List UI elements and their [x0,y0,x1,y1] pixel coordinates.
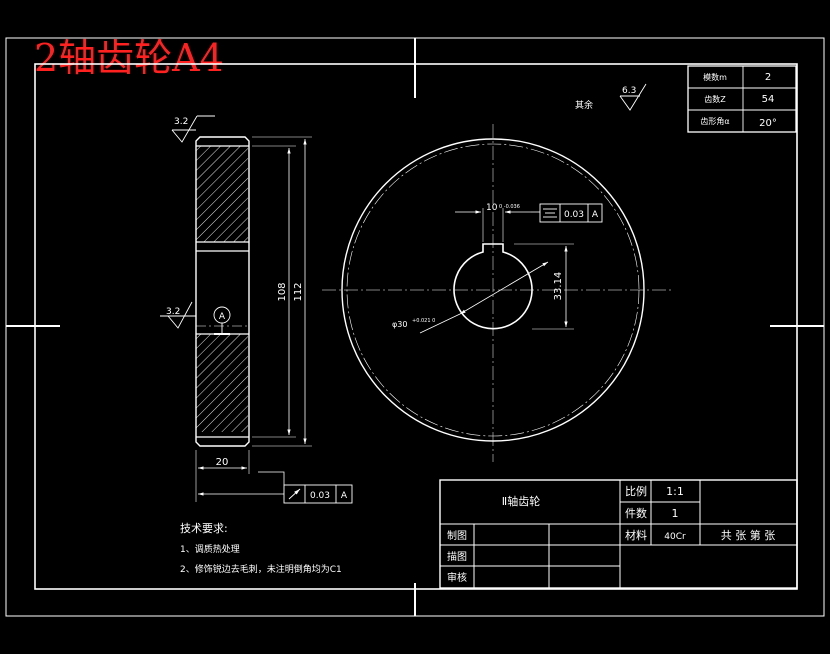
qty-label: 件数 [625,507,647,520]
part-name: Ⅱ轴齿轮 [502,494,540,508]
scale-label: 比例 [625,484,647,498]
roughness-mid-value: 3.2 [166,307,180,317]
title-block: Ⅱ轴齿轮 比例 1:1 件数 1 材料 40Cr 共 张 第 张 制图 描图 审… [439,479,798,589]
sheet-label: 共 张 第 张 [721,528,776,542]
param-value: 2 [765,72,771,83]
datum-letter: A [219,312,226,322]
symmetry-value: 0.03 [564,210,584,220]
runout-value: 0.03 [310,491,330,501]
dim-hub: 33.14 [553,272,564,301]
roughness-mark-mid: 3.2 [160,301,196,329]
design-label: 描图 [447,550,467,563]
dim-112: 112 [293,282,304,301]
dim-keyway-tol: 0 -0.036 [499,204,520,210]
param-label: 模数m [703,72,727,82]
symmetry-tolerance: 0.03 A [531,203,603,223]
front-dimensions: 10 0 -0.036 33.14 φ30 +0.021 0 [392,203,574,334]
qty-value: 1 [672,507,679,520]
dim-keyway: 10 [486,203,498,213]
rest-value: 6.3 [622,86,636,96]
dim-width: 20 [216,457,229,468]
datum-symbol: A [213,306,231,335]
drawing-title: 2轴齿轮A4 [34,36,224,80]
param-value: 54 [762,94,775,105]
gear-front-view [322,124,674,462]
general-roughness: 其余 6.3 [575,83,647,111]
param-value: 20° [759,118,777,129]
dim-bore-tol: +0.021 0 [412,318,435,324]
check-label: 审核 [447,571,467,584]
scale-value: 1:1 [666,485,684,498]
tech-item: 2、修饰锐边去毛刺，未注明倒角均为C1 [180,563,342,575]
material-value: 40Cr [664,532,686,542]
symmetry-ref: A [592,210,599,220]
tech-item: 1、调质热处理 [180,543,240,555]
drawn-label: 制图 [447,529,467,542]
gear-section-view [195,136,250,447]
gear-parameter-table: 模数m 2 齿数Z 54 齿形角α 20° [687,65,797,133]
runout-tolerance: 0.03 A [198,471,353,504]
param-label: 齿形角α [700,116,729,126]
rest-label: 其余 [575,99,593,111]
tech-heading: 技术要求: [180,522,228,535]
material-label: 材料 [625,528,647,542]
roughness-mark-top: 3.2 [171,115,215,143]
technical-requirements: 技术要求: 1、调质热处理 2、修饰锐边去毛刺，未注明倒角均为C1 [180,522,342,575]
dim-108: 108 [277,282,288,301]
outer-frame [5,37,825,617]
side-dimensions: 108 112 20 [195,136,312,502]
dim-bore: φ30 [392,320,407,329]
param-label: 齿数Z [704,94,726,104]
runout-ref: A [341,491,348,501]
roughness-top-value: 3.2 [174,117,188,127]
